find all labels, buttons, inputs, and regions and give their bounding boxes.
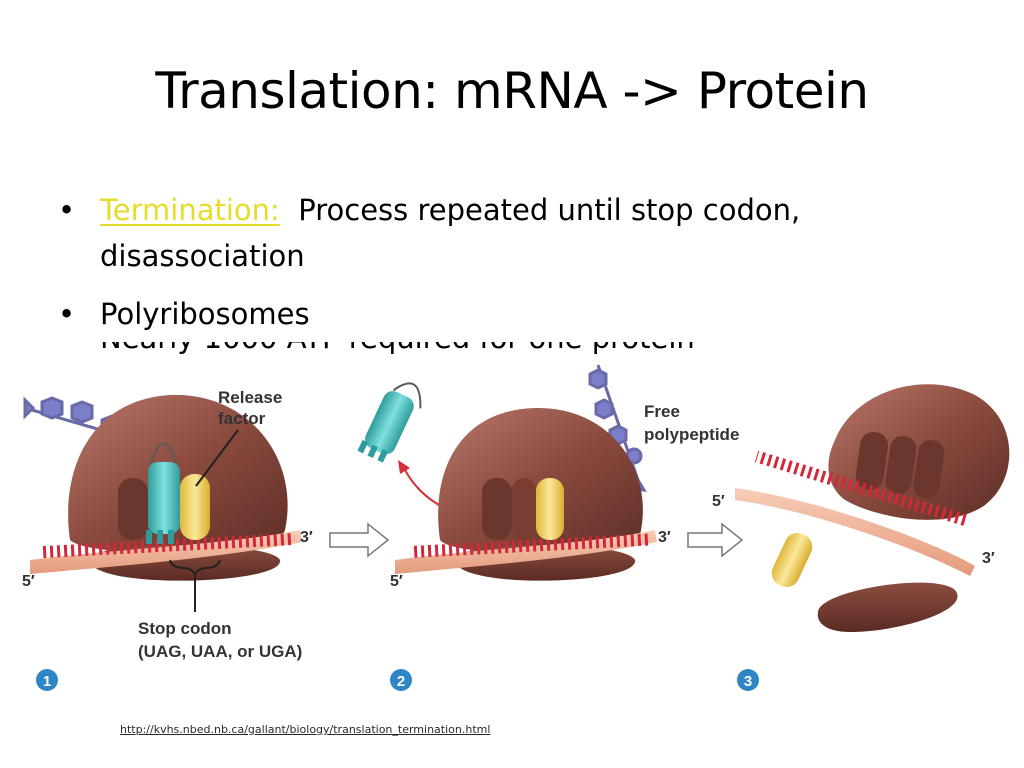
codons-3 bbox=[754, 450, 969, 527]
mrna-strand-3 bbox=[735, 488, 975, 576]
release-factor-2 bbox=[536, 478, 564, 540]
bullet-dot: • bbox=[58, 297, 76, 331]
step-number-2: 2 bbox=[397, 673, 405, 690]
free-polypeptide-label-1: Free bbox=[644, 402, 680, 421]
arrow-step-1-to-2 bbox=[329, 522, 390, 558]
step-number-3: 3 bbox=[744, 673, 752, 690]
termination-text: Process repeated until stop codon, bbox=[298, 193, 801, 227]
codons-1 bbox=[39, 532, 296, 559]
panel-2: Free polypeptide 3′ 5′ 2 bbox=[357, 364, 739, 691]
trna-1 bbox=[146, 442, 180, 544]
partially-hidden-bullet: Nearly 1000 ATP required for one protein bbox=[100, 342, 695, 362]
release-factor-label-2: factor bbox=[218, 409, 266, 428]
step-badge-2 bbox=[390, 669, 412, 691]
step-badge-1 bbox=[36, 669, 58, 691]
three-prime-label-2: 3′ bbox=[658, 529, 671, 546]
codons-2 bbox=[409, 533, 651, 559]
arrow-step-2-to-3 bbox=[687, 522, 744, 558]
step-badge-3 bbox=[737, 669, 759, 691]
five-prime-label-1: 5′ bbox=[22, 573, 35, 590]
termination-continuation: disassociation bbox=[100, 239, 305, 273]
panel-1: Release factor Stop codon (UAG, UAA, or … bbox=[22, 388, 313, 691]
polyribosomes-text: Polyribosomes bbox=[100, 297, 310, 331]
five-prime-label-2: 5′ bbox=[390, 573, 403, 590]
three-prime-label-1: 3′ bbox=[300, 529, 313, 546]
three-prime-label-3: 3′ bbox=[982, 550, 995, 567]
source-link[interactable]: http://kvhs.nbed.nb.ca/gallant/biology/t… bbox=[120, 723, 491, 736]
bullet-dot: • bbox=[58, 193, 76, 227]
five-prime-label-3: 5′ bbox=[712, 493, 725, 510]
released-trna bbox=[357, 382, 422, 463]
termination-term: Termination: bbox=[100, 193, 280, 227]
released-release-factor bbox=[771, 532, 813, 588]
slide-title: Translation: mRNA -> Protein bbox=[155, 62, 869, 120]
stop-codon-label: Stop codon bbox=[138, 619, 231, 638]
free-polypeptide-label-2: polypeptide bbox=[644, 425, 739, 444]
ribosome-small-subunit-3 bbox=[817, 582, 958, 632]
panel-3: 5′ 3′ 3 bbox=[712, 384, 1010, 691]
step-number-1: 1 bbox=[43, 673, 51, 690]
release-factor-label-1: Release bbox=[218, 388, 282, 407]
partially-hidden-text: Nearly 1000 ATP required for one protein bbox=[100, 342, 695, 355]
stop-codon-options-label: (UAG, UAA, or UGA) bbox=[138, 642, 302, 661]
release-factor-1 bbox=[180, 474, 210, 540]
